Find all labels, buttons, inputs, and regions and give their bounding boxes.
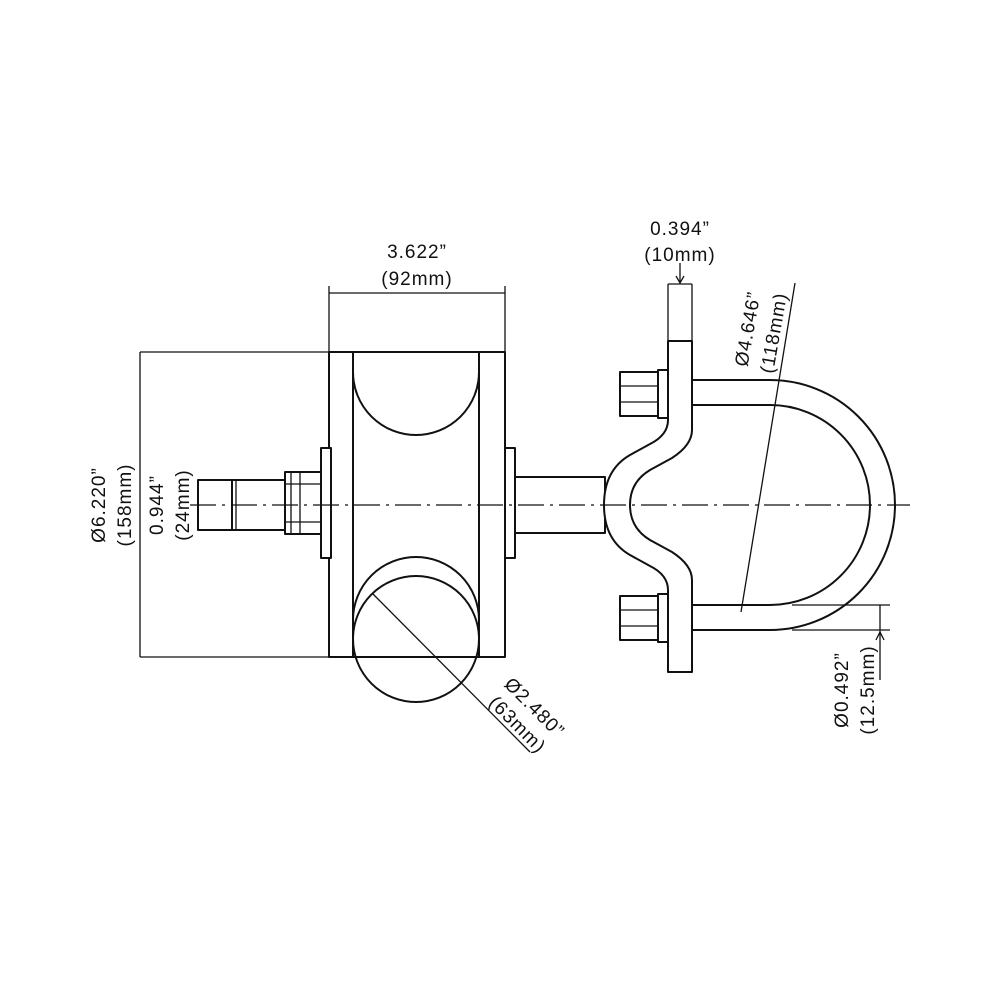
axle-right: [504, 447, 606, 559]
dim-plate-thickness: 0.394” (10mm): [644, 219, 715, 341]
dim-ubolt-diameter: Ø4.646” (118mm): [732, 282, 796, 613]
wheel-width-mm: (92mm): [381, 269, 452, 290]
plate-thickness-mm: (10mm): [644, 245, 715, 266]
nut-top: [619, 369, 669, 419]
wheel-width-in: 3.622”: [387, 242, 447, 263]
mounting-bracket: [603, 340, 693, 673]
dim-rod-diameter: Ø0.492” (12.5mm): [792, 604, 890, 735]
overall-diameter-mm: (158mm): [115, 463, 136, 546]
plate-thickness-in: 0.394”: [650, 219, 710, 240]
axle-left: [197, 447, 332, 559]
groove-circle: [352, 575, 480, 703]
nut-bottom: [619, 593, 669, 643]
shaft-diameter-in: 0.944”: [147, 475, 168, 535]
dim-wheel-width: 3.622” (92mm): [328, 242, 506, 352]
rod-diameter-mm: (12.5mm): [858, 645, 879, 734]
dim-overall-diameter: Ø6.220” (158mm): [89, 351, 329, 658]
rod-diameter-in: Ø0.492”: [832, 652, 853, 728]
dim-shaft-diameter: 0.944” (24mm): [147, 469, 199, 541]
shaft-diameter-mm: (24mm): [173, 469, 194, 540]
overall-diameter-in: Ø6.220”: [89, 467, 110, 543]
